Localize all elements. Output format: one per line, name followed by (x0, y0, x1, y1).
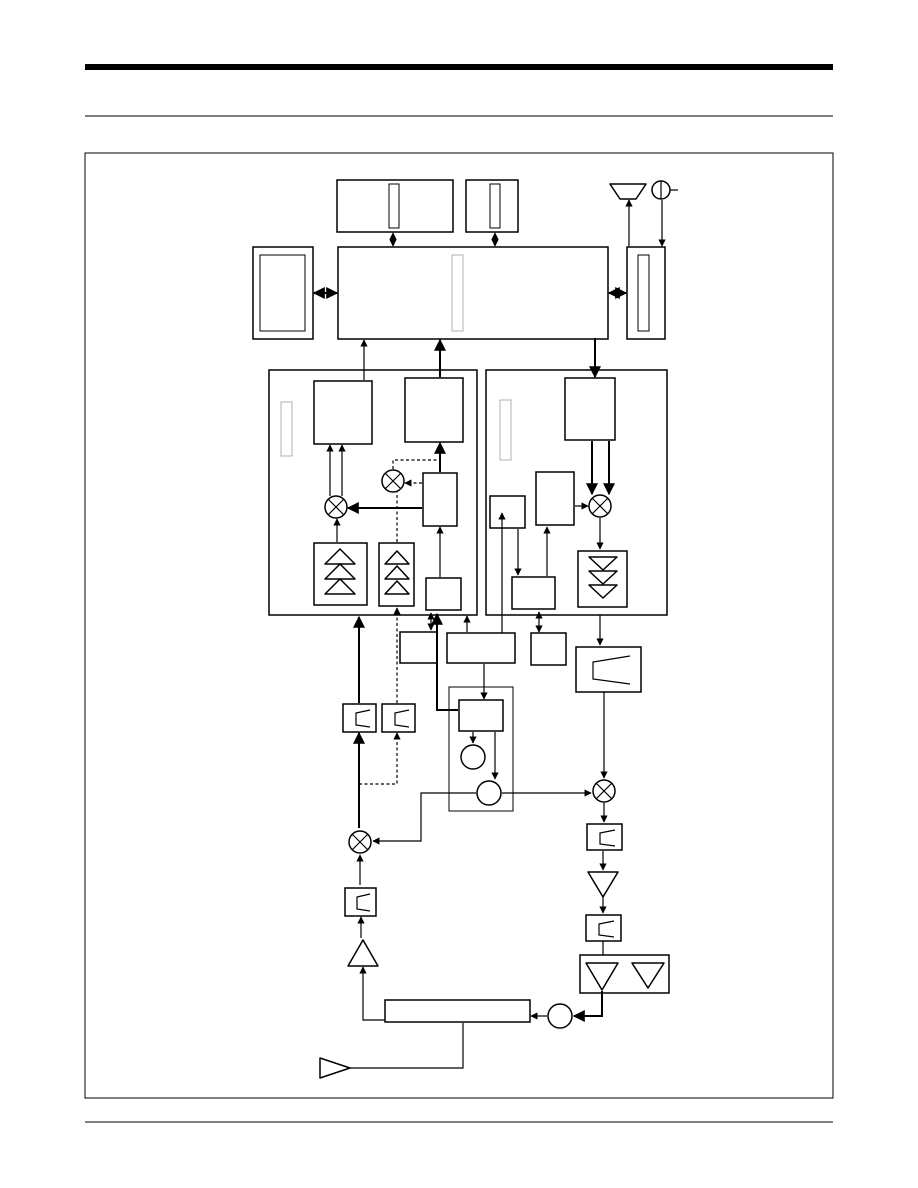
reference-oscillator-block (446, 632, 516, 664)
transmitter-ic-marker (499, 399, 512, 461)
aux-block-right (530, 632, 567, 666)
synthesizer-group (448, 686, 514, 812)
tx-filter-1-icon (575, 646, 642, 693)
rx-filter-3-icon (344, 887, 377, 917)
memory-block-a (336, 179, 454, 233)
microphone-icon (651, 180, 678, 200)
lna-icon (347, 939, 379, 967)
antenna-icon (319, 1057, 351, 1079)
synth-pll-block (458, 699, 504, 732)
header-rule-thick (85, 64, 833, 70)
tx-filter-2-icon (586, 823, 623, 851)
display-block (252, 246, 314, 340)
synth-vco-icon (460, 744, 486, 770)
receiver-ic-marker (280, 401, 293, 457)
rx-lo-divider (422, 472, 458, 527)
rx-mixer-icon (324, 495, 348, 519)
duplexer-block (384, 999, 531, 1023)
synth-vco-2-icon (476, 780, 502, 806)
power-amp-group (579, 954, 670, 994)
rx-pll-block (425, 577, 462, 611)
tx-dac-block (564, 377, 616, 441)
tx-upconverter-mixer-icon (592, 779, 616, 803)
isolator-icon (547, 1003, 573, 1029)
rx-vga-stack-2-icon (378, 542, 415, 607)
rx-filter-1-icon (342, 703, 377, 733)
tx-amp-stack-icon (577, 550, 628, 608)
baseband-processor (337, 246, 609, 340)
aux-block-left (399, 631, 438, 664)
rx-filter-2-icon (381, 703, 416, 733)
tx-mixer-icon (588, 494, 612, 518)
speaker-icon (609, 183, 647, 200)
tx-filter-3-icon (585, 914, 622, 942)
rx-dsp-block (404, 377, 464, 443)
audio-codec-block (626, 246, 666, 340)
rx-mixer-2-icon (381, 469, 405, 493)
rx-vga-stack-icon (313, 542, 368, 606)
figure-frame (84, 152, 834, 1099)
memory-block-b (465, 179, 519, 233)
rx-downconverter-mixer-icon (348, 830, 372, 854)
rx-adc-block (313, 380, 373, 445)
tx-lo-block (535, 471, 575, 526)
tx-driver-amp-icon (587, 871, 619, 898)
tx-divider-block (489, 495, 526, 529)
tx-pll-block (511, 576, 556, 610)
